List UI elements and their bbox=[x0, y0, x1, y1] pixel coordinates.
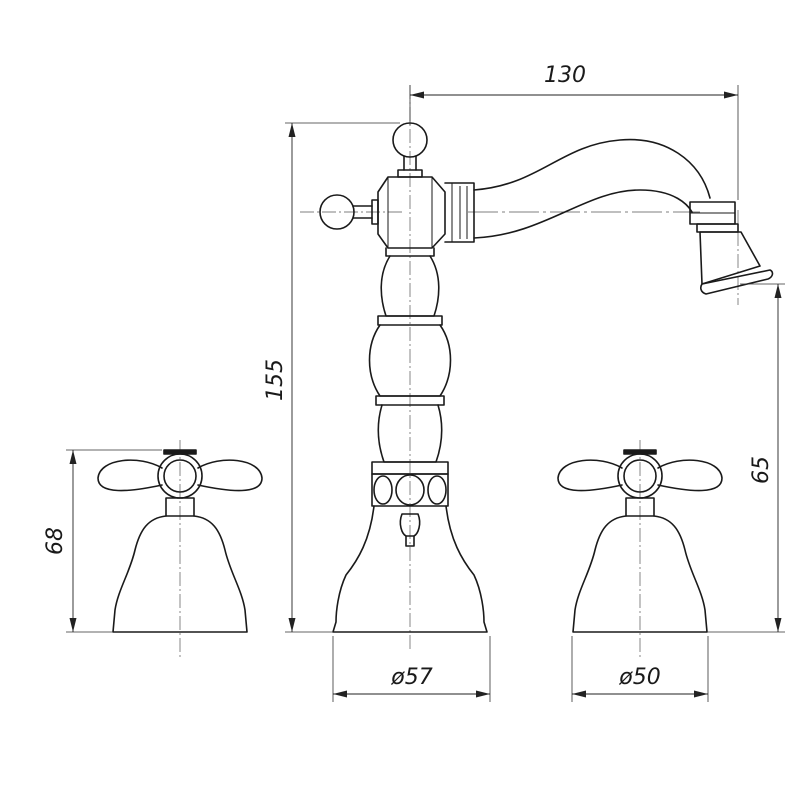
dimension-outlet-height: 65 bbox=[707, 283, 785, 633]
mixer-body bbox=[319, 122, 488, 633]
dim-label-d57: ø57 bbox=[390, 665, 432, 690]
dimension-handle-base-diameter: ø50 bbox=[571, 636, 709, 702]
dim-label-d50: ø50 bbox=[618, 665, 660, 690]
dimension-spout-reach: 130 bbox=[409, 63, 739, 200]
dimension-handle-height: 68 bbox=[43, 449, 162, 633]
center-lines bbox=[179, 85, 739, 658]
right-handle-valve bbox=[557, 449, 723, 633]
dim-label-68: 68 bbox=[43, 527, 68, 555]
dim-label-65: 65 bbox=[749, 456, 774, 484]
dim-label-155: 155 bbox=[263, 359, 288, 401]
left-handle-valve bbox=[97, 449, 263, 633]
dimension-total-height: 155 bbox=[263, 122, 400, 633]
spout bbox=[473, 138, 774, 295]
dim-label-130: 130 bbox=[544, 63, 586, 88]
dimension-mixer-base-diameter: ø57 bbox=[332, 636, 491, 702]
